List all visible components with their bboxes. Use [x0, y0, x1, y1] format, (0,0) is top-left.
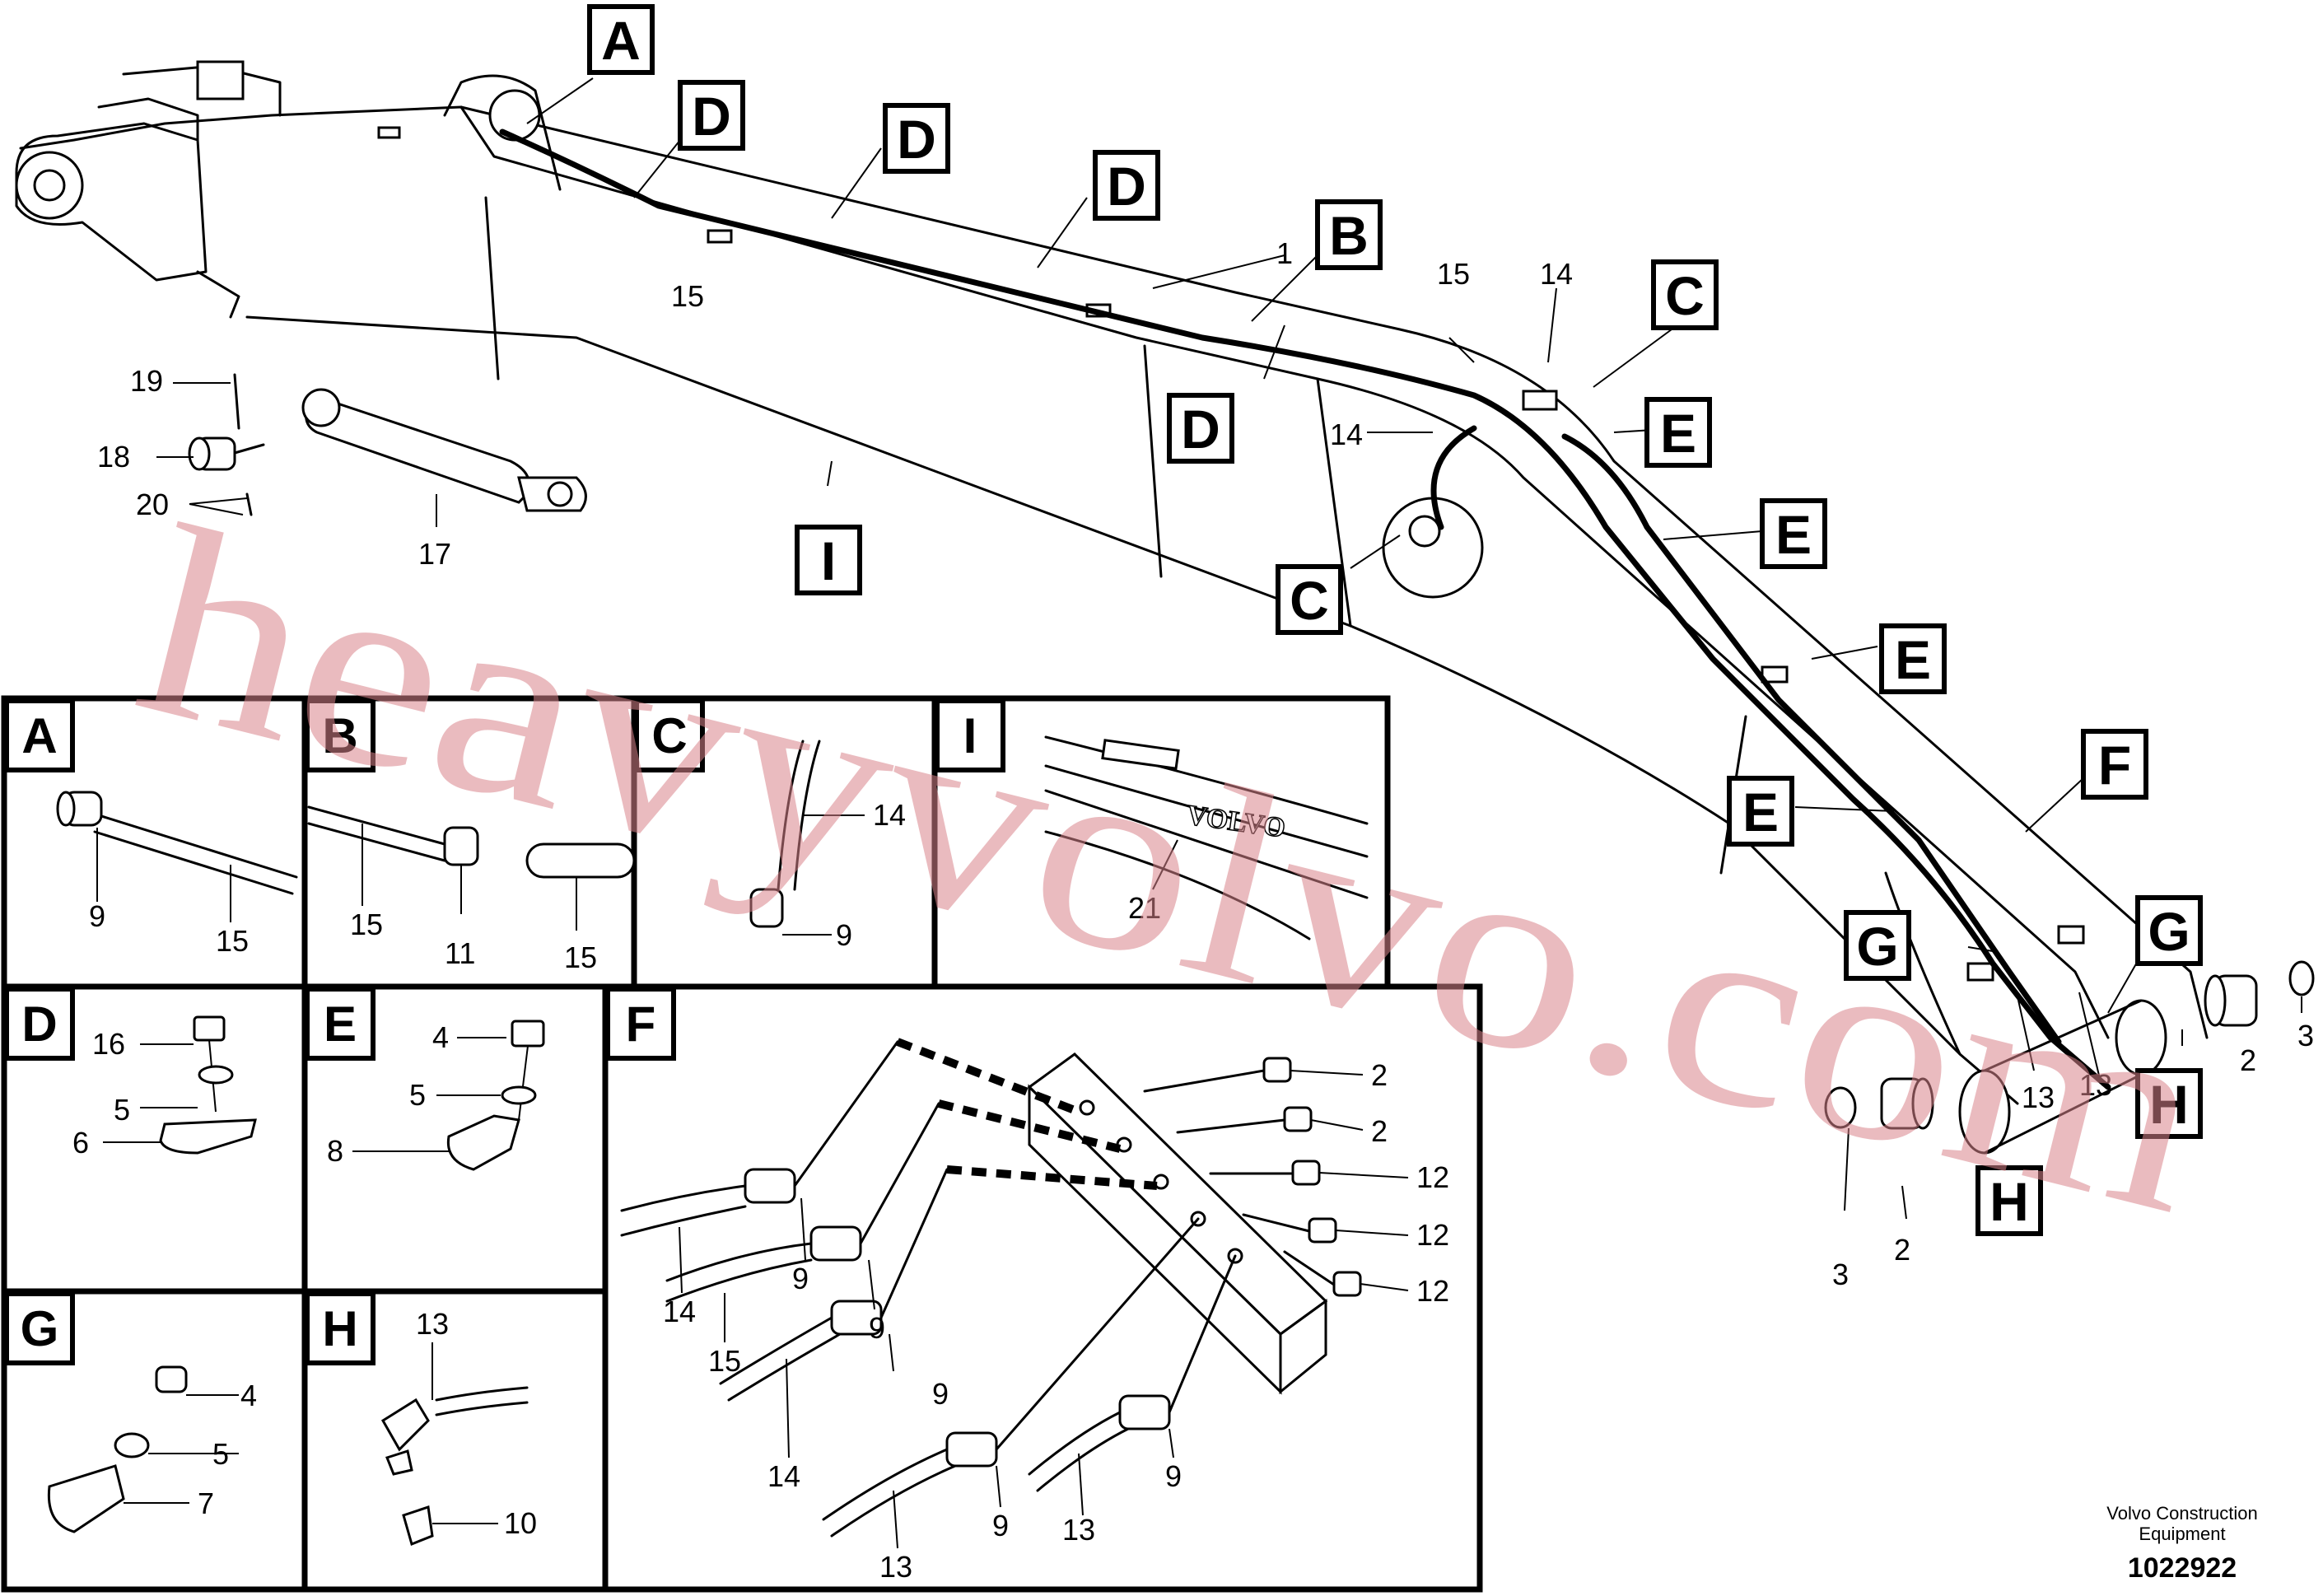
part-18-label: 18 [97, 440, 130, 474]
f-part-9-b: 9 [869, 1311, 885, 1345]
part-19-label: 19 [130, 364, 163, 398]
f-part-14-b: 14 [767, 1459, 800, 1493]
panel-h-label: H [322, 1301, 357, 1356]
callout-b: B [1329, 205, 1369, 266]
part-17-label: 17 [418, 537, 451, 571]
g-part-7: 7 [198, 1486, 214, 1520]
h-part-13: 13 [416, 1307, 449, 1341]
part-3-label-a: 3 [2297, 1019, 2314, 1052]
callout-e-1: E [1660, 403, 1696, 464]
f-part-14-a: 14 [663, 1295, 696, 1328]
f-part-12-a: 12 [1416, 1160, 1449, 1194]
c-part-14: 14 [873, 798, 906, 832]
callout-d-1: D [692, 86, 731, 147]
footer: Volvo Construction Equipment 1022922 [2106, 1503, 2257, 1584]
d-part-16: 16 [92, 1027, 125, 1061]
panel-a-drawing: 9 15 [56, 791, 298, 958]
f-part-2-b: 2 [1371, 1114, 1388, 1148]
b-part-11: 11 [445, 936, 475, 970]
panel-e-drawing: 4 5 8 [327, 1020, 545, 1171]
f-part-12-b: 12 [1416, 1218, 1449, 1252]
callout-g-2: G [2148, 901, 2190, 962]
panel-b-label: B [322, 708, 357, 763]
panel-d-drawing: 16 5 6 [72, 1015, 257, 1160]
f-part-13-a: 13 [879, 1550, 912, 1584]
f-part-15: 15 [708, 1344, 741, 1378]
panel-e-label: E [324, 996, 357, 1052]
callout-g-1: G [1856, 916, 1898, 977]
panel-g-drawing: 4 5 7 [47, 1365, 257, 1533]
f-part-9-e: 9 [1165, 1459, 1182, 1493]
panel-f-label: F [626, 996, 656, 1052]
part-15-label-a: 15 [671, 279, 704, 313]
panel-a-label: A [21, 708, 57, 763]
callout-d-2: D [897, 109, 936, 170]
part-1-label: 1 [1276, 236, 1293, 270]
part-2-label-b: 2 [1894, 1233, 1910, 1267]
h-part-10: 10 [504, 1506, 537, 1540]
a-part-9: 9 [89, 899, 105, 933]
f-part-12-c: 12 [1416, 1274, 1449, 1308]
panel-c-drawing: 14 9 [749, 740, 906, 952]
callout-i: I [821, 530, 836, 591]
callout-c-2: C [1290, 570, 1329, 631]
g-part-4: 4 [240, 1379, 257, 1412]
panel-b-drawing: 15 11 15 [307, 805, 636, 974]
f-part-13-b: 13 [1062, 1513, 1095, 1547]
callout-e-4: E [1742, 782, 1779, 842]
e-part-5: 5 [409, 1078, 426, 1112]
panel-d-label: D [21, 996, 57, 1052]
callout-d-3: D [1107, 156, 1146, 217]
g-part-5: 5 [212, 1437, 229, 1471]
e-part-4: 4 [432, 1020, 449, 1054]
main-leader-lines [156, 77, 2302, 1220]
panel-c-label: C [651, 708, 687, 763]
part-13-label-b: 13 [2079, 1068, 2112, 1102]
publisher-line-2: Equipment [2139, 1524, 2225, 1544]
callout-f: F [2098, 735, 2131, 796]
panel-h-drawing: 13 10 [380, 1307, 537, 1547]
b-part-15-b: 15 [564, 940, 597, 974]
part-14-label-a: 14 [1540, 257, 1573, 291]
d-part-6: 6 [72, 1126, 89, 1160]
drawing-number: 1022922 [2128, 1552, 2237, 1584]
callout-e-3: E [1895, 629, 1931, 690]
c-part-9: 9 [836, 918, 852, 952]
f-part-9-a: 9 [792, 1262, 809, 1295]
callout-e-2: E [1775, 504, 1812, 565]
right-end-pins [1824, 960, 2315, 1130]
boom-assembly-drawing [15, 60, 2209, 1155]
a-part-15: 15 [216, 924, 249, 958]
part-15-label-b: 15 [1437, 257, 1470, 291]
i-part-21: 21 [1128, 891, 1161, 925]
panel-i-drawing: VOLVO 21 [1044, 735, 1369, 940]
main-callouts: A D D D D B C C E E E E F G G H H I [587, 4, 2203, 1236]
main-part-numbers: 1 15 15 14 14 19 18 20 17 2 3 2 3 13 13 [97, 236, 2314, 1291]
f-part-2-a: 2 [1371, 1058, 1388, 1092]
f-part-9-d: 9 [992, 1509, 1009, 1542]
panel-i-label: I [963, 708, 977, 763]
part-3-label-b: 3 [1832, 1258, 1849, 1291]
panel-f-drawing: 2 2 12 12 12 9 9 9 9 9 14 15 14 13 13 [620, 1038, 1449, 1584]
callout-c-1: C [1665, 265, 1705, 326]
publisher-line-1: Volvo Construction [2106, 1503, 2257, 1524]
part-14-label-b: 14 [1330, 418, 1363, 451]
callout-d-4: D [1181, 399, 1220, 460]
callout-h-2: H [2149, 1074, 2189, 1135]
part-13-label-a: 13 [2022, 1080, 2055, 1114]
f-part-9-c: 9 [932, 1377, 949, 1411]
d-part-5: 5 [114, 1093, 130, 1127]
panel-g-label: G [21, 1301, 59, 1356]
callout-h-1: H [1989, 1171, 2029, 1232]
b-part-15-a: 15 [350, 908, 383, 941]
part-2-label-a: 2 [2240, 1043, 2256, 1077]
callout-a: A [601, 10, 641, 71]
e-part-8: 8 [327, 1134, 343, 1168]
part-20-label: 20 [136, 488, 169, 521]
